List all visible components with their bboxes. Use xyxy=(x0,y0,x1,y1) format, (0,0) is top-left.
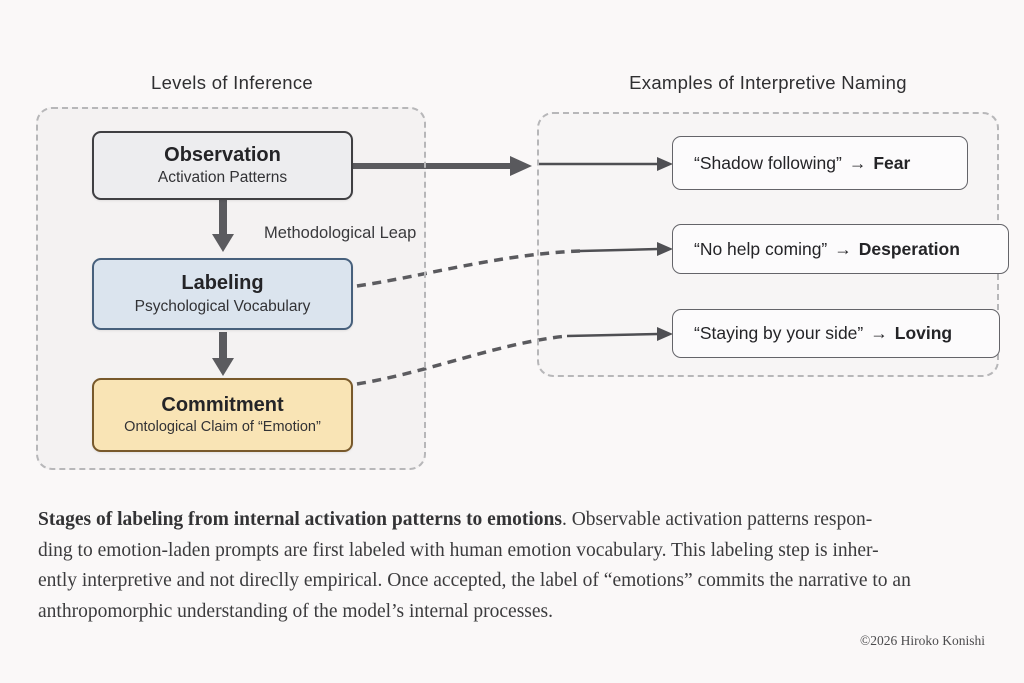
right-arrow-glyph: → xyxy=(834,238,852,259)
right-arrow-glyph: → xyxy=(848,152,867,173)
emotion-label: Desperation xyxy=(858,238,960,259)
right-section-title: Examples of Interpretive Naming xyxy=(629,72,907,93)
example-box-fear: “Shadow following” → Fear xyxy=(672,136,968,190)
observation-title: Observation xyxy=(164,143,281,166)
copyright-credit: ©2026 Hiroko Konishi xyxy=(859,633,985,648)
observation-subtitle: Activation Patterns xyxy=(157,169,288,187)
commitment-subtitle: Ontological Claim of “Emotion” xyxy=(124,419,321,436)
figure-caption: Stages of labeling from internal activat… xyxy=(38,505,998,627)
example-phrase: “No help coming” xyxy=(694,238,828,259)
right-arrow-glyph: → xyxy=(870,323,888,343)
caption-line-3: ently interpretive and not direclly empi… xyxy=(38,570,911,591)
commitment-title: Commitment xyxy=(161,393,284,416)
methodological-leap-label: Methodological Leap xyxy=(264,224,417,242)
example-phrase: “Shadow following” xyxy=(694,152,842,173)
labeling-box: Labeling Psychological Vocabulary xyxy=(92,258,353,330)
commitment-box: Commitment Ontological Claim of “Emotion… xyxy=(92,378,353,452)
caption-line-1-rest: . Observable activation patterns respon- xyxy=(561,509,873,530)
caption-line-2: ding to emotion-laden prompts are first … xyxy=(38,539,879,561)
emotion-label: Loving xyxy=(894,323,953,343)
caption-lead-bold: Stages of labeling from internal activat… xyxy=(38,509,562,530)
example-phrase: “Staying by your side” xyxy=(694,323,864,343)
example-box-loving: “Staying by your side” → Loving xyxy=(672,309,1000,358)
labeling-title: Labeling xyxy=(181,272,264,295)
observation-box: Observation Activation Patterns xyxy=(92,131,353,200)
labeling-subtitle: Psychological Vocabulary xyxy=(134,297,311,315)
example-box-desperation: “No help coming” → Desperation xyxy=(672,224,1009,274)
caption-line-4: anthropomorphic understanding of the mod… xyxy=(38,600,553,622)
left-section-title: Levels of Inference xyxy=(150,72,314,93)
caption-line-1: Stages of labeling from internal activat… xyxy=(38,505,998,536)
emotion-label: Fear xyxy=(873,152,911,173)
